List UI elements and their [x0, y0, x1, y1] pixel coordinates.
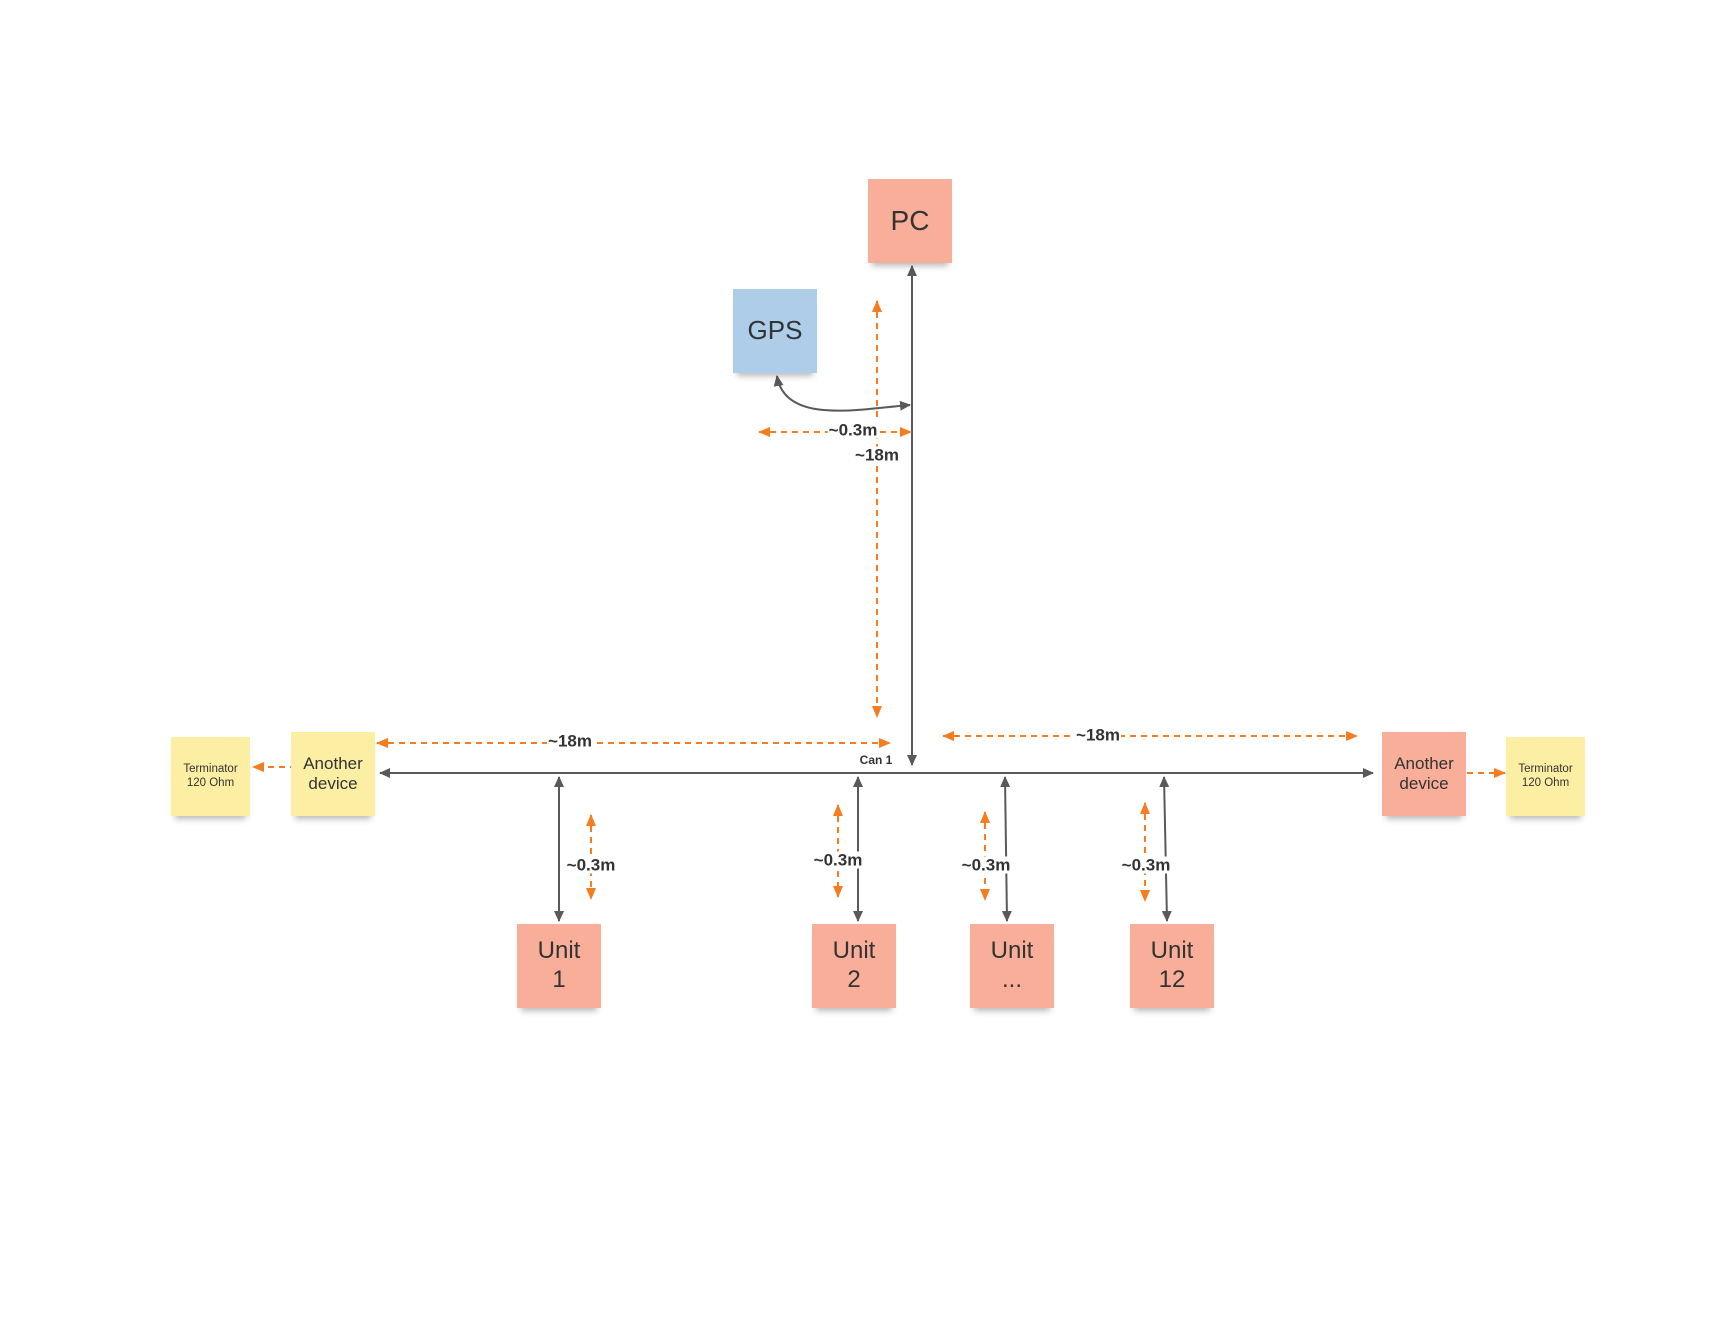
- another-device-right-node[interactable]: Another device: [1382, 732, 1466, 816]
- gps-node[interactable]: GPS: [733, 289, 817, 373]
- terminator-right-line1: Terminator: [1518, 762, 1573, 775]
- gps-distance-label: ~0.3m: [827, 420, 879, 440]
- terminator-left-line2: 120 Ohm: [186, 776, 235, 789]
- bus-left-distance-label: ~18m: [547, 731, 593, 751]
- another-device-right-line2: device: [1399, 774, 1449, 793]
- unit-dots-line1: Unit: [990, 937, 1034, 965]
- connections: [379, 265, 1374, 922]
- bus-right-distance-label: ~18m: [1075, 725, 1121, 745]
- unit-2-distance-label: ~0.3m: [812, 850, 864, 870]
- unit-12-link: [1159, 776, 1172, 922]
- unit-1-line1: Unit: [537, 937, 581, 965]
- measurements: [252, 300, 1506, 902]
- unit-2-node[interactable]: Unit 2: [812, 924, 896, 1008]
- terminator-right-line2: 120 Ohm: [1521, 776, 1570, 789]
- unit-2-line2: 2: [847, 966, 861, 993]
- another-device-left-node[interactable]: Another device: [291, 732, 375, 816]
- terminator-right-node[interactable]: Terminator 120 Ohm: [1506, 737, 1585, 816]
- unit-12-line1: Unit: [1150, 937, 1194, 965]
- pc-distance-label: ~18m: [854, 445, 900, 465]
- unit-dots-distance-label: ~0.3m: [960, 855, 1012, 875]
- unit-12-distance-label: ~0.3m: [1120, 855, 1172, 875]
- pc-node[interactable]: PC: [868, 179, 952, 263]
- another-device-left-line1: Another: [303, 753, 363, 773]
- gps-link: [773, 375, 911, 412]
- terminator-left-node[interactable]: Terminator 120 Ohm: [171, 737, 250, 816]
- bus-name-label: Can 1: [858, 753, 894, 767]
- unit-1-distance-label: ~0.3m: [565, 855, 617, 875]
- pc-node-label: PC: [890, 205, 930, 237]
- unit-1-line2: 1: [552, 966, 566, 993]
- unit-12-line2: 12: [1158, 966, 1186, 993]
- another-device-left-line2: device: [308, 774, 358, 793]
- unit-1-node[interactable]: Unit 1: [517, 924, 601, 1008]
- terminator-left-line1: Terminator: [183, 762, 238, 775]
- another-device-right-line1: Another: [1394, 753, 1454, 773]
- unit-dots-line2: ...: [1001, 966, 1022, 993]
- unit-12-node[interactable]: Unit 12: [1130, 924, 1214, 1008]
- unit-dots-node[interactable]: Unit ...: [970, 924, 1054, 1008]
- unit-dots-link: [1000, 776, 1012, 922]
- unit-2-line1: Unit: [832, 937, 876, 965]
- gps-node-label: GPS: [747, 315, 803, 346]
